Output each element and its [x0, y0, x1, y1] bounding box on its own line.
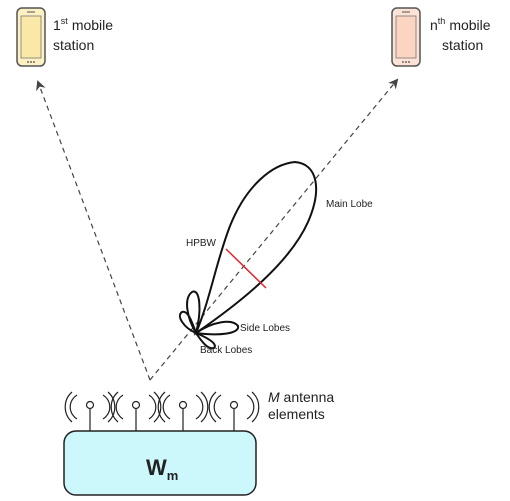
- phone-icon: [16, 7, 46, 67]
- back-lobe-lower: [193, 330, 216, 350]
- weight-matrix-block: Wm: [63, 430, 257, 496]
- antenna-element-icon: [208, 391, 260, 432]
- hpbw-line: [225, 248, 267, 289]
- radiation-pattern: [178, 160, 318, 350]
- phone-screen: [20, 15, 42, 59]
- phone-button: [408, 61, 410, 63]
- beam-direction-arrow-nth: [149, 78, 399, 381]
- phone-icon: [391, 7, 421, 67]
- weight-matrix-label: Wm: [146, 455, 178, 483]
- weight-matrix-box: [63, 430, 257, 496]
- antenna-array: [64, 391, 260, 432]
- phone-button: [27, 61, 29, 63]
- back-lobe-left: [178, 310, 198, 335]
- side-lobes-label: Side Lobes: [240, 323, 290, 334]
- antenna-count-label-line1: M antenna: [268, 389, 334, 405]
- phone-button: [33, 61, 35, 63]
- first-station-label-line2: station: [53, 37, 94, 53]
- phone-screen: [395, 15, 417, 59]
- phone-button: [402, 61, 404, 63]
- beam-direction-arrow-first: [36, 80, 151, 381]
- antenna-count-label-line2: elements: [268, 406, 325, 422]
- antenna-element-icon: [64, 391, 116, 432]
- back-lobes-label: Back Lobes: [200, 345, 252, 356]
- side-lobe-right: [193, 320, 239, 336]
- main-lobe-shape: [193, 160, 318, 336]
- main-lobe-label: Main Lobe: [326, 199, 373, 210]
- antenna-element-icon: [157, 391, 209, 432]
- antenna-element-icon: [110, 391, 162, 432]
- nth-station-label-line2: station: [442, 37, 483, 53]
- phone-button: [30, 61, 32, 63]
- phone-button: [405, 61, 407, 63]
- hpbw-label: HPBW: [186, 238, 217, 249]
